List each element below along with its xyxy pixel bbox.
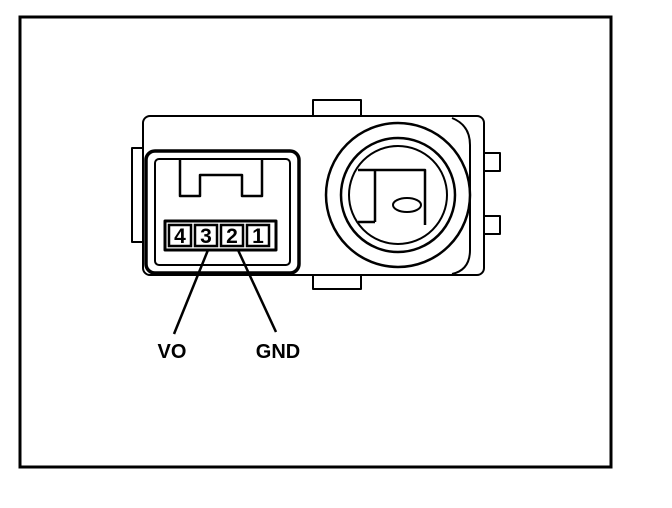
right-nub-bottom bbox=[483, 215, 501, 235]
pin-cell-4 bbox=[167, 223, 193, 248]
pin-cell-2 bbox=[219, 223, 245, 248]
bottom-tab bbox=[312, 273, 362, 290]
connector-shroud-inner bbox=[154, 158, 291, 266]
pin-number-4: 4 bbox=[174, 225, 186, 248]
right-nub-top bbox=[483, 152, 501, 172]
sensor-slot bbox=[392, 197, 422, 213]
callout-label-gnd: GND bbox=[256, 341, 300, 363]
callout-label-vo: VO bbox=[158, 341, 187, 363]
housing-body bbox=[142, 115, 485, 276]
pin-number-1: 1 bbox=[252, 225, 264, 248]
top-tab bbox=[312, 99, 362, 118]
pin-number-3: 3 bbox=[200, 225, 212, 248]
connector-shroud bbox=[144, 149, 301, 275]
sensor-inner-cutout bbox=[358, 168, 427, 225]
pin-strip bbox=[163, 219, 278, 252]
pin-number-2: 2 bbox=[226, 225, 238, 248]
connector-key-profile bbox=[178, 160, 264, 198]
diagram-frame bbox=[18, 15, 613, 469]
pin-cell-3 bbox=[193, 223, 219, 248]
sensor-housing bbox=[131, 99, 501, 290]
leader-line-vo bbox=[172, 249, 210, 335]
sensor-middle-ring bbox=[339, 136, 457, 254]
sensor-inner-ring bbox=[348, 145, 448, 245]
pin-cells bbox=[167, 223, 271, 248]
leader-line-gnd bbox=[236, 249, 278, 333]
sensor-outer-ring bbox=[324, 121, 472, 269]
pin-cell-1 bbox=[245, 223, 271, 248]
